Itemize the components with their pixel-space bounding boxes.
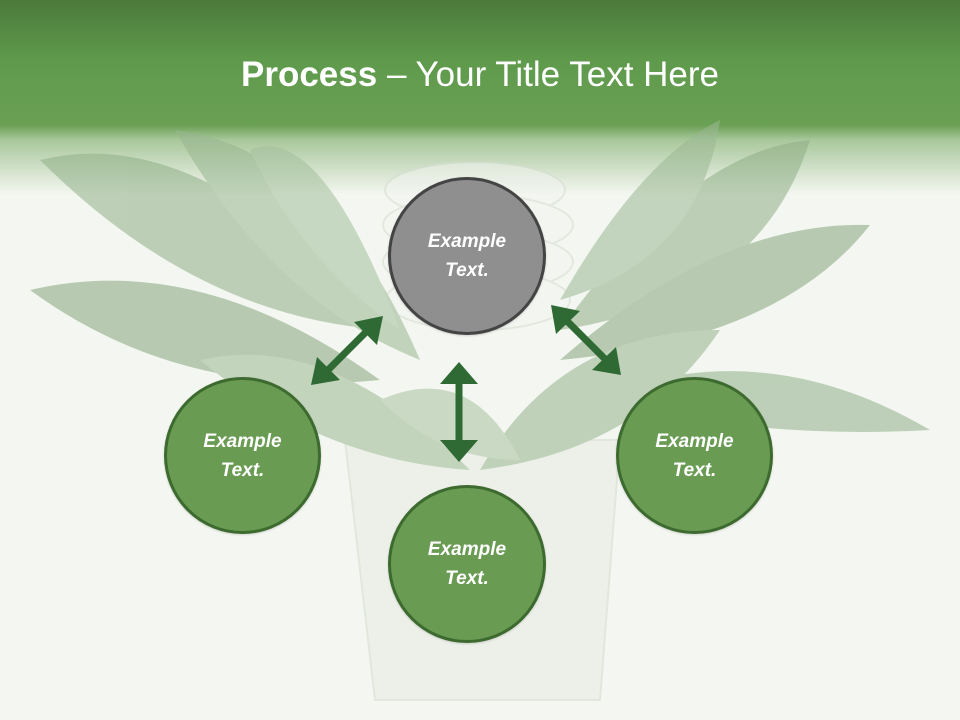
bottom-node[interactable]: Example Text. (388, 485, 546, 643)
node-text-line1: Example (427, 539, 507, 560)
slide-title: Process – Your Title Text Here (0, 52, 960, 98)
leaf (480, 330, 720, 470)
leaf (560, 224, 870, 360)
right-node[interactable]: Example Text. (616, 377, 773, 534)
center-node[interactable]: Example Text. (388, 177, 546, 335)
node-text-line1: Example (203, 430, 282, 452)
node-text-line2: Text. (220, 459, 265, 481)
node-text-line1: Example (655, 430, 734, 452)
leaf (175, 130, 420, 360)
node-text-line2: Text. (445, 260, 489, 281)
left-node[interactable]: Example Text. (164, 377, 321, 534)
leaf (250, 146, 400, 330)
node-text-line2: Text. (445, 568, 489, 589)
leaf (560, 120, 720, 300)
arrow-center-to-left (311, 316, 383, 385)
title-rest: – Your Title Text Here (377, 55, 719, 94)
arrow-center-to-right (551, 305, 621, 375)
title-bold: Process (241, 55, 378, 94)
leaf (30, 280, 380, 384)
node-text-line1: Example (427, 231, 507, 252)
leaf (380, 388, 520, 460)
arrow-center-to-bottom (440, 362, 478, 462)
leaf (560, 140, 810, 330)
node-text-line2: Text. (672, 459, 717, 481)
